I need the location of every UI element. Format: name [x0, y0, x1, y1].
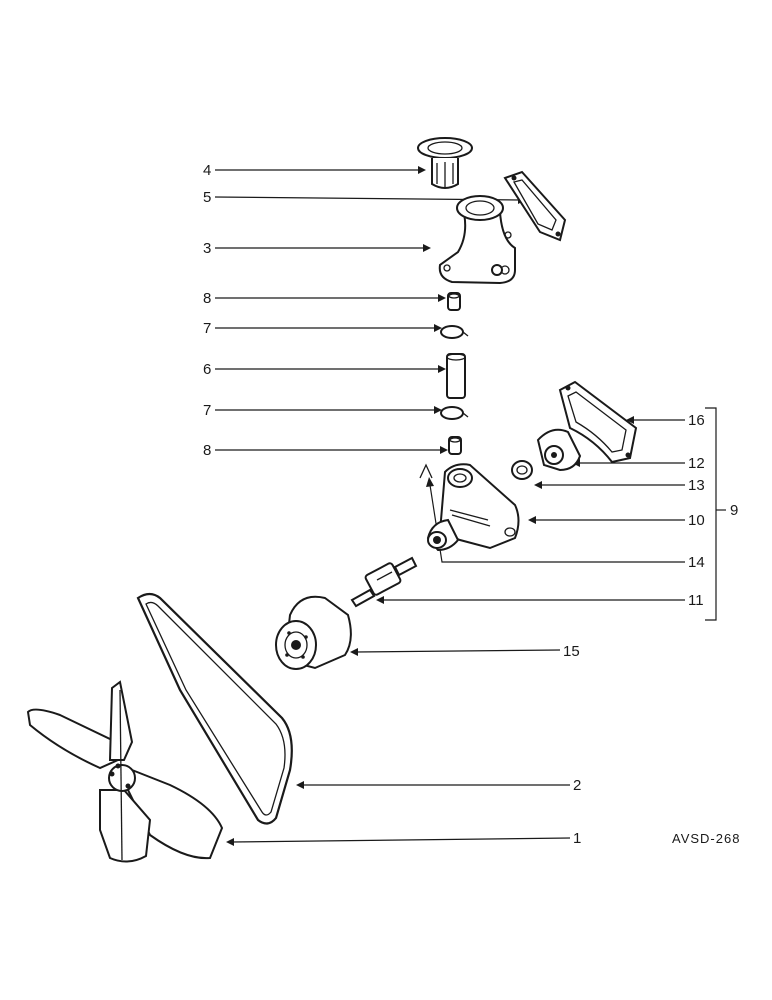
callout-7-upper: 7: [203, 320, 211, 337]
callout-2: 2: [573, 777, 581, 794]
thermostat-housing-part: [438, 195, 516, 285]
outlet-gasket-part: [503, 170, 567, 242]
callout-12: 12: [688, 455, 705, 472]
callout-8-upper: 8: [203, 290, 211, 307]
pump-seal-part: [511, 460, 533, 480]
water-pump-body-part: [426, 463, 520, 552]
pump-shaft-part: [350, 556, 418, 608]
bypass-hose-assembly: [440, 292, 469, 455]
thermostat-part: [417, 137, 473, 189]
pump-gasket-part: [558, 380, 638, 464]
callout-10: 10: [688, 512, 705, 529]
callout-8-lower: 8: [203, 442, 211, 459]
leader-lines: [214, 166, 726, 846]
callout-4: 4: [203, 162, 211, 179]
drawing-code: AVSD-268: [672, 831, 740, 846]
callout-1: 1: [573, 830, 581, 847]
callout-6: 6: [203, 361, 211, 378]
callout-7-lower: 7: [203, 402, 211, 419]
callout-labels: 4 5 3 8 7 6 7 8 16 12 13 10 9 14 11 15 2…: [203, 162, 740, 847]
callout-5: 5: [203, 189, 211, 206]
callout-9: 9: [730, 502, 738, 519]
callout-16: 16: [688, 412, 705, 429]
callout-13: 13: [688, 477, 705, 494]
callout-3: 3: [203, 240, 211, 257]
callout-15: 15: [563, 643, 580, 660]
callout-11: 11: [688, 592, 704, 609]
impeller-part: [536, 428, 582, 472]
callout-14: 14: [688, 554, 705, 571]
retainer-pin-part: [419, 463, 433, 479]
fan-belt-part: [136, 592, 293, 825]
fan-blade-part: [26, 680, 224, 863]
pump-pulley-part: [275, 595, 352, 670]
